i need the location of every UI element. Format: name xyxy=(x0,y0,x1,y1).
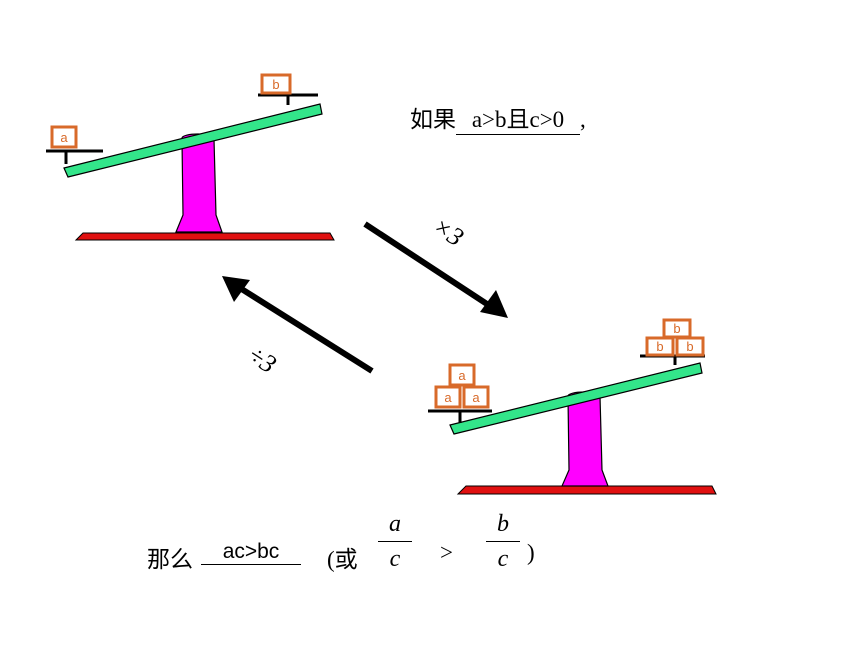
box-b-bottom-2-label: b xyxy=(656,339,663,354)
fraction-left-denominator: c xyxy=(389,546,401,572)
box-b-top xyxy=(260,73,292,95)
box-b-bottom-2 xyxy=(645,336,675,357)
divide-label: ÷3 xyxy=(243,340,282,379)
alt-open: (或 xyxy=(327,547,358,572)
seesaw-top-base xyxy=(74,232,335,241)
box-a-top-label: a xyxy=(60,130,68,145)
arrow-divide xyxy=(222,276,374,374)
fraction-b-over-c: b c xyxy=(486,510,520,573)
box-b-top-label: b xyxy=(272,77,279,92)
box-a-bottom-2-label: a xyxy=(444,390,452,405)
seesaw-top-pillar xyxy=(175,138,223,233)
condition-suffix: , xyxy=(580,107,586,132)
fraction-left-numerator: a xyxy=(389,511,401,537)
condition-blank: a>b且c>0 xyxy=(456,100,580,135)
fraction-a-over-c: a c xyxy=(378,510,412,573)
comparator: > xyxy=(440,540,453,565)
seesaw-top-beam xyxy=(63,103,323,178)
fraction-right-denominator: c xyxy=(497,546,509,572)
conclusion-blank: ac>bc xyxy=(201,540,301,565)
seesaw-bottom-pillar xyxy=(561,395,609,487)
box-b-bottom-3 xyxy=(675,336,705,357)
seesaw-bottom: a a a b b b xyxy=(428,318,717,495)
box-b-bottom-1-label: b xyxy=(673,321,680,336)
seesaw-bottom-beam xyxy=(449,362,703,435)
seesaw-top: a b xyxy=(46,73,335,241)
box-a-top xyxy=(50,125,78,149)
box-a-bottom-3-label: a xyxy=(472,390,480,405)
box-b-bottom-3-label: b xyxy=(686,339,693,354)
box-a-bottom-1-label: a xyxy=(458,368,466,383)
multiply-label: ×3 xyxy=(428,211,469,252)
alt-close: ) xyxy=(527,540,535,565)
condition-prefix: 如果 xyxy=(410,107,456,132)
box-a-bottom-2 xyxy=(434,385,462,409)
arrow-multiply xyxy=(363,221,508,318)
box-a-bottom-3 xyxy=(462,385,490,409)
fraction-right-numerator: b xyxy=(497,511,509,537)
box-a-bottom-1 xyxy=(448,363,476,387)
conclusion-prefix: 那么 xyxy=(147,547,193,572)
seesaw-bottom-base xyxy=(456,485,717,495)
